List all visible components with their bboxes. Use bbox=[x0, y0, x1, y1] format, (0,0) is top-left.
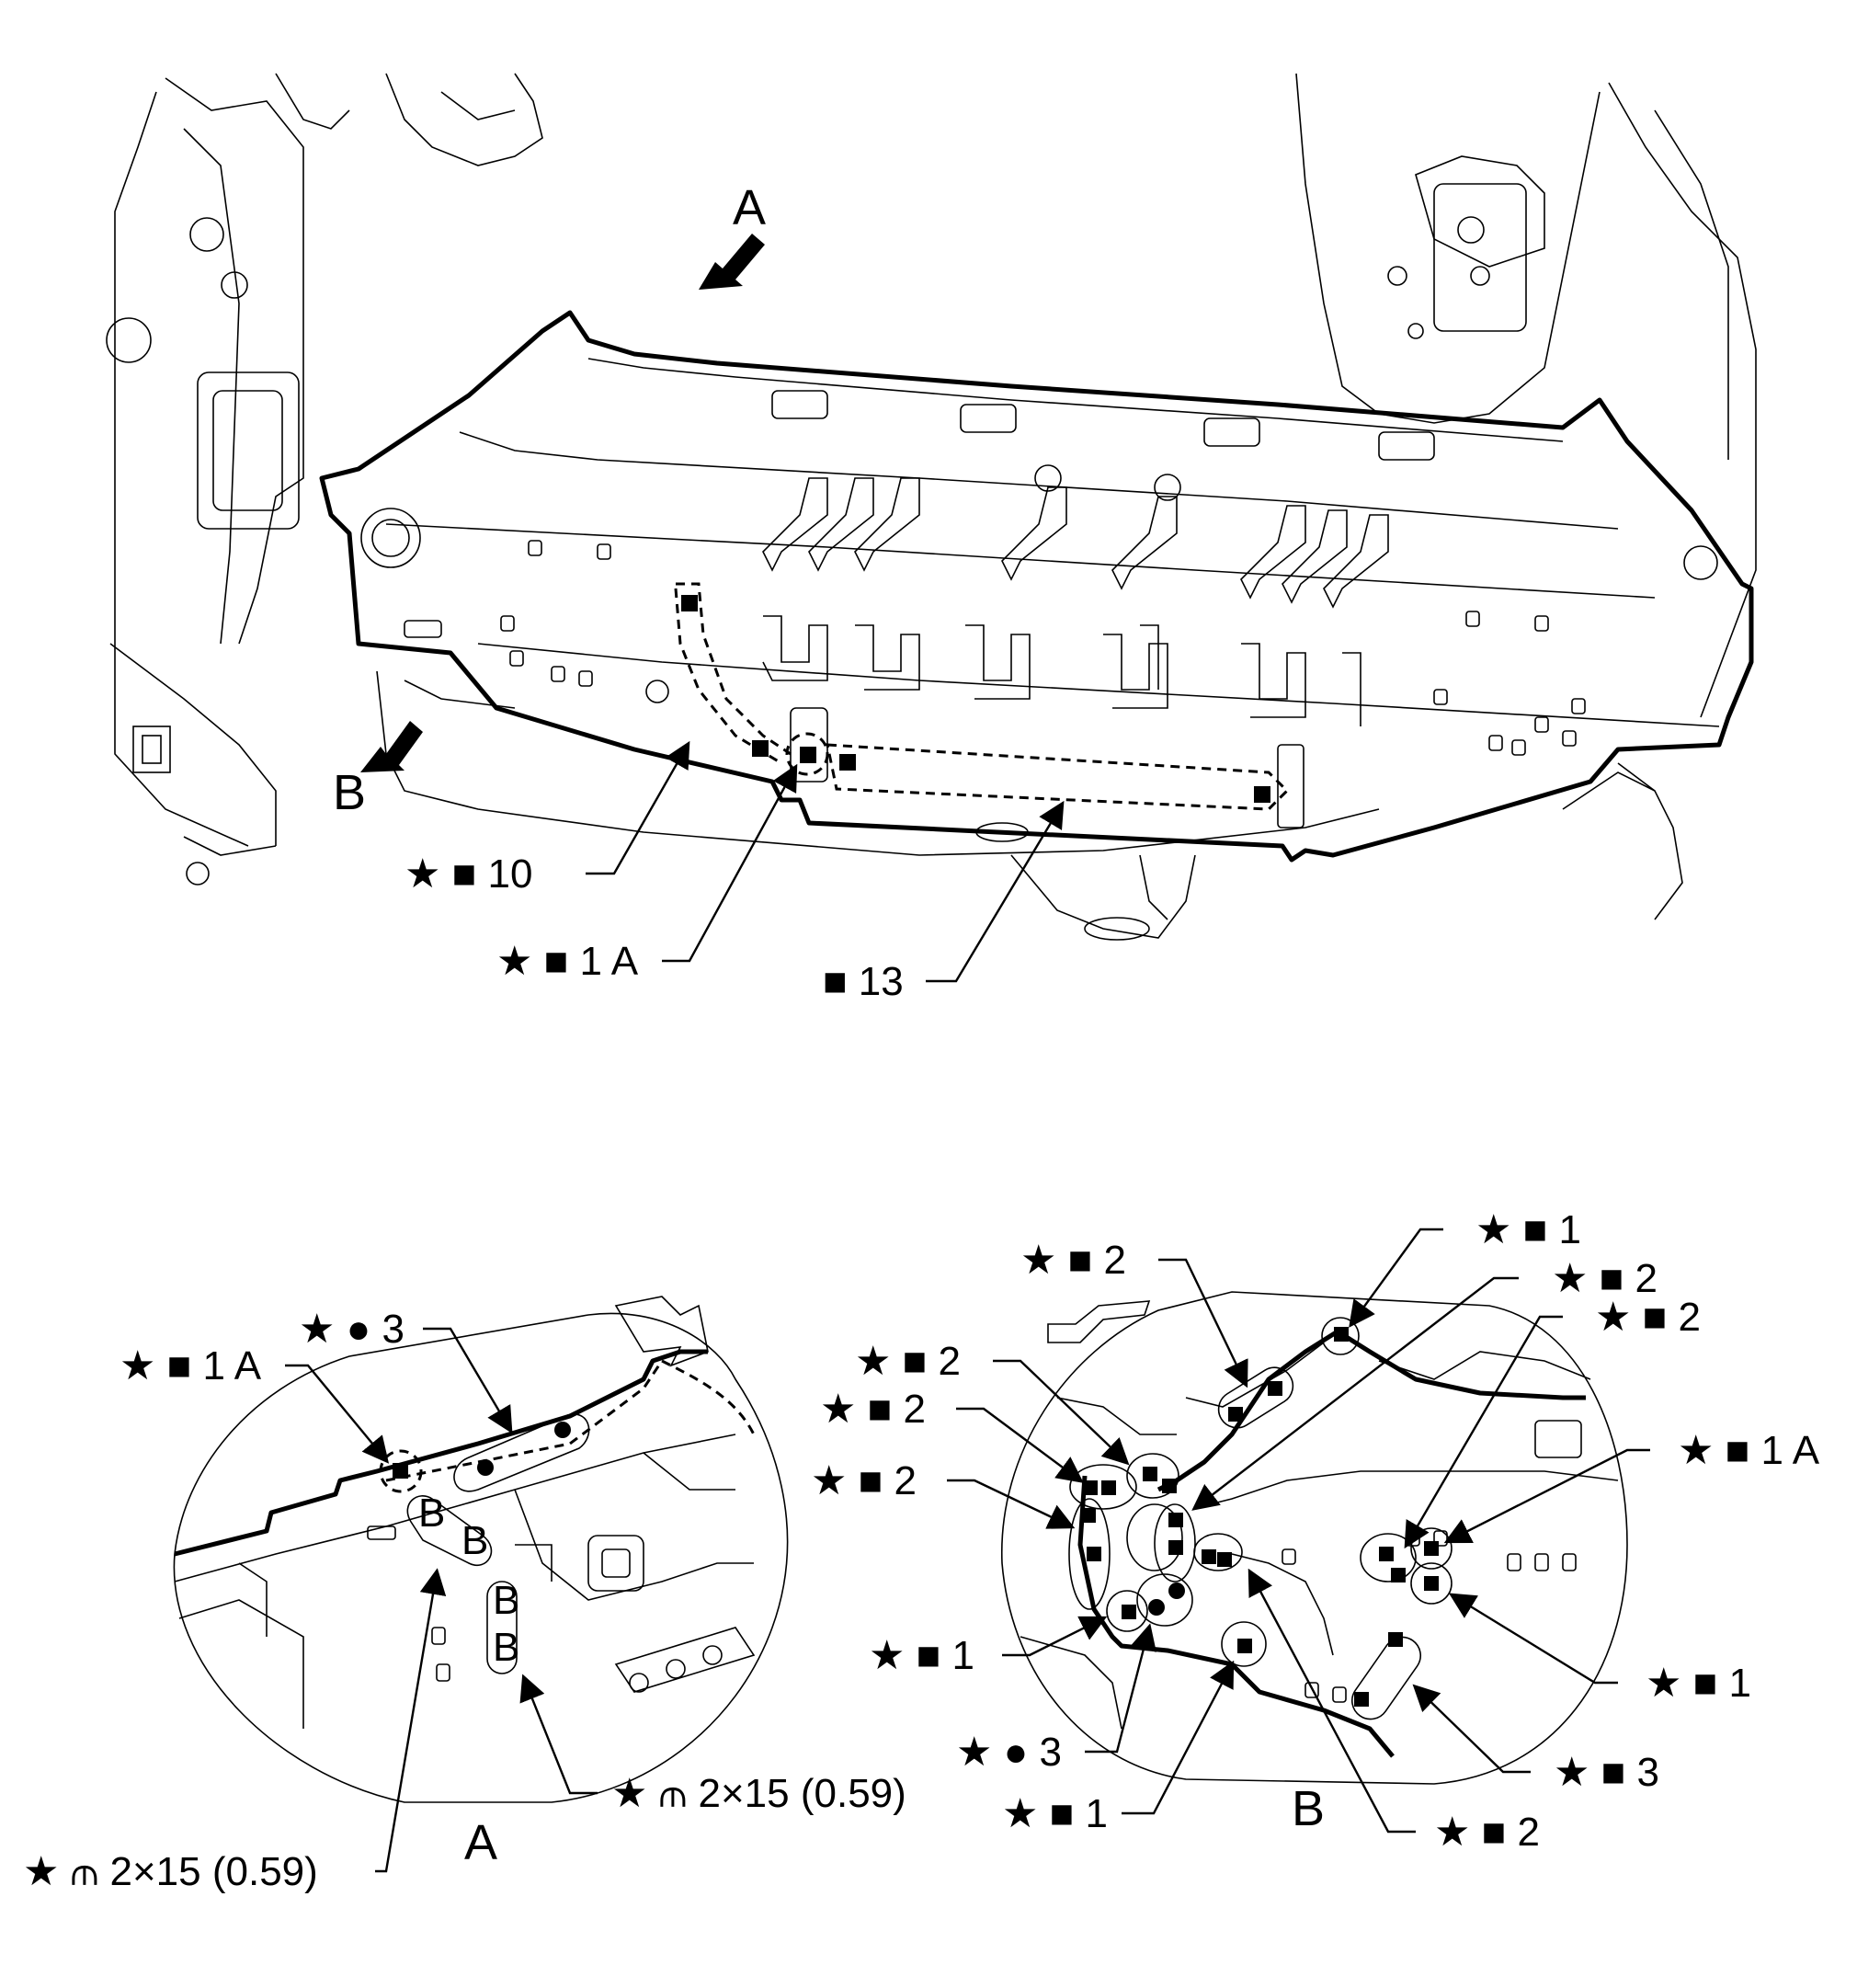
right-quarter-structure bbox=[1295, 73, 1757, 920]
left-quarter-structure bbox=[106, 73, 543, 885]
weld-point-1a-marker bbox=[785, 732, 829, 776]
bolt-icon: B bbox=[493, 1625, 519, 1670]
detail-a-boundary bbox=[173, 1312, 789, 1803]
callout-13: ■ 13 bbox=[823, 959, 904, 1004]
detail-b-callout-sq2-top: ★ ■ 2 bbox=[1020, 1238, 1126, 1283]
detail-a-view-arrow-icon bbox=[614, 1296, 709, 1367]
detail-a-callout-bolt-right: ★ ⫙ 2×15 (0.59) bbox=[611, 1771, 906, 1816]
detail-b-view-arrow-icon bbox=[1047, 1300, 1151, 1343]
detail-b-flange bbox=[1336, 1329, 1586, 1400]
lower-floor-structure bbox=[376, 670, 1380, 941]
detail-b-callout-sq2-right: ★ ■ 2 bbox=[1595, 1295, 1701, 1340]
detail-b-boundary bbox=[1001, 1291, 1628, 1785]
detail-a-view: B B B B A ★ ● 3 ★ ■ 1 A ★ ⫙ 2×15 (0.59) … bbox=[23, 1296, 906, 1894]
detail-b-callout-sq1-top-right: ★ ■ 1 bbox=[1475, 1207, 1581, 1252]
view-arrow-b-icon bbox=[360, 721, 423, 772]
rear-panel-outline bbox=[319, 310, 1754, 863]
view-arrow-a-label: A bbox=[733, 180, 766, 235]
detail-b-callout-circle3-left: ★ ● 3 bbox=[956, 1730, 1062, 1775]
callout-1a: ★ ■ 1 A bbox=[496, 939, 639, 984]
weld-line-10-inner bbox=[674, 588, 782, 765]
view-arrow-b-label: B bbox=[333, 765, 366, 820]
callout-10: ★ ■ 10 bbox=[404, 851, 532, 897]
main-weld-squares bbox=[681, 595, 1270, 803]
detail-b-callout-sq3-right: ★ ■ 3 bbox=[1554, 1750, 1659, 1795]
bolt-icon: B bbox=[493, 1578, 519, 1623]
detail-b-callout-sq2-bottom: ★ ■ 2 bbox=[1434, 1810, 1540, 1855]
detail-a-flange bbox=[174, 1349, 708, 1557]
detail-a-title: A bbox=[464, 1815, 497, 1870]
detail-b-structure bbox=[1020, 1342, 1619, 1730]
detail-a-structure bbox=[174, 1434, 756, 1729]
bolt-icon: B bbox=[418, 1491, 445, 1536]
weld-line-10 bbox=[676, 582, 792, 756]
detail-b-view: B ★ ■ 1 ★ ■ 2 ★ ■ 2 ★ ■ 2 ★ ■ 2 ★ ■ 2 ★ … bbox=[811, 1207, 1820, 1855]
detail-b-callout-sq1a-right: ★ ■ 1 A bbox=[1678, 1428, 1820, 1473]
bolt-icon: B bbox=[461, 1518, 488, 1563]
detail-a-callout-sq-1a: ★ ■ 1 A bbox=[120, 1343, 262, 1388]
detail-b-callout-sq2-left-c: ★ ■ 2 bbox=[811, 1458, 917, 1503]
detail-b-title: B bbox=[1292, 1781, 1325, 1836]
detail-b-callout-sq2-upper-right: ★ ■ 2 bbox=[1552, 1256, 1658, 1301]
main-vehicle-view: A B ★ ■ 10 ★ ■ 1 A ■ 13 bbox=[106, 73, 1757, 1004]
detail-b-callout-sq2-left-a: ★ ■ 2 bbox=[855, 1339, 961, 1384]
detail-a-callout-bolt-left: ★ ⫙ 2×15 (0.59) bbox=[23, 1849, 318, 1894]
detail-b-callout-sq1-left: ★ ■ 1 bbox=[869, 1633, 974, 1678]
view-arrow-a-icon bbox=[699, 234, 765, 290]
detail-b-callout-sq1-bottom: ★ ■ 1 bbox=[1002, 1791, 1108, 1836]
detail-b-callout-sq1-right-low: ★ ■ 1 bbox=[1646, 1661, 1751, 1706]
weld-line-13 bbox=[826, 743, 1290, 811]
panel-details bbox=[360, 358, 1720, 828]
detail-b-callout-sq2-left-b: ★ ■ 2 bbox=[820, 1387, 926, 1432]
detail-a-callout-circle-3: ★ ● 3 bbox=[299, 1307, 404, 1352]
detail-b-weld-squares bbox=[1081, 1327, 1439, 1707]
